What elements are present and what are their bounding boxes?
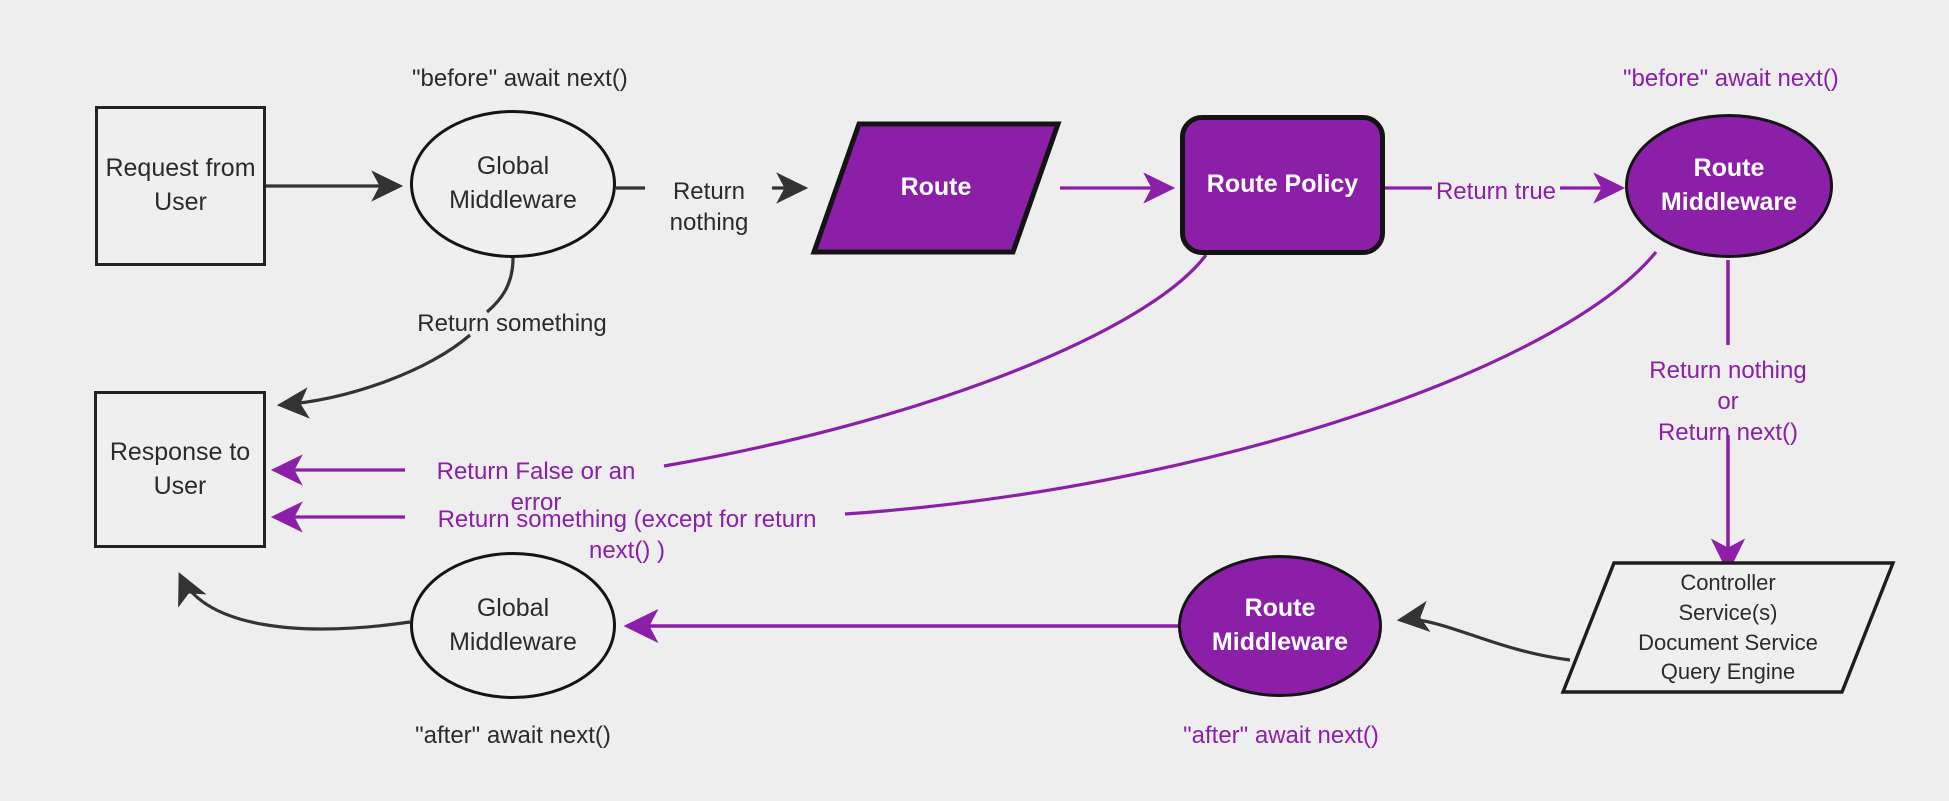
note-after-await-next-global: "after" await next() <box>415 722 611 749</box>
edge-global-middleware-bottom-to-response <box>178 572 411 631</box>
edge-global-middleware-return-something <box>485 257 515 314</box>
node-controller-stack-label: Controller Service(s) Document Service Q… <box>1638 570 1818 685</box>
edge-return-something-to-response <box>276 333 472 419</box>
node-request-from-user[interactable]: Request from User <box>95 106 266 266</box>
node-global-middleware-top[interactable]: Global Middleware <box>410 110 616 258</box>
edge-controller-to-route-middleware-bottom <box>1396 600 1571 662</box>
node-controller-stack[interactable]: Controller Service(s) Document Service Q… <box>1560 560 1896 695</box>
edge-label-return-false-or-error: Return False or an error <box>436 458 636 517</box>
note-after-await-next-route: "after" await next() <box>1183 722 1379 749</box>
edge-route-middleware-return-something <box>844 250 1658 516</box>
node-route-middleware-bottom-label: Route Middleware <box>1211 594 1349 656</box>
edge-label-return-something-top: Return something <box>417 310 607 337</box>
node-route-middleware-top[interactable]: Route Middleware <box>1625 114 1833 258</box>
node-route-label: Route <box>900 173 972 202</box>
route-parallelogram-shape <box>810 121 1062 255</box>
edge-label-return-nothing: Return nothing <box>669 178 749 237</box>
edge-label-return-true: Return true <box>1435 178 1557 205</box>
node-global-middleware-bottom-label: Global Middleware <box>449 593 577 656</box>
node-route[interactable]: Route <box>810 120 1062 256</box>
node-response-to-user[interactable]: Response to User <box>94 391 266 548</box>
note-before-await-next-global: "before" await next() <box>412 65 628 92</box>
node-response-to-user-label: Response to User <box>109 437 251 500</box>
node-global-middleware-bottom[interactable]: Global Middleware <box>410 552 616 699</box>
node-global-middleware-top-label: Global Middleware <box>449 152 577 214</box>
controller-parallelogram-shape <box>1560 561 1896 694</box>
edge-label-return-nothing-or-next: Return nothing or Return next() <box>1649 357 1807 447</box>
node-route-policy[interactable]: Route Policy <box>1180 115 1385 255</box>
node-route-middleware-bottom[interactable]: Route Middleware <box>1178 555 1382 697</box>
node-request-from-user-label: Request from User <box>105 154 256 216</box>
edge-label-return-something-except-next: Return something (except for return next… <box>437 506 817 565</box>
node-route-middleware-top-label: Route Middleware <box>1660 154 1798 216</box>
note-before-await-next-route: "before" await next() <box>1623 65 1839 92</box>
node-route-policy-label: Route Policy <box>1206 170 1359 199</box>
edge-route-policy-return-false <box>663 254 1208 468</box>
